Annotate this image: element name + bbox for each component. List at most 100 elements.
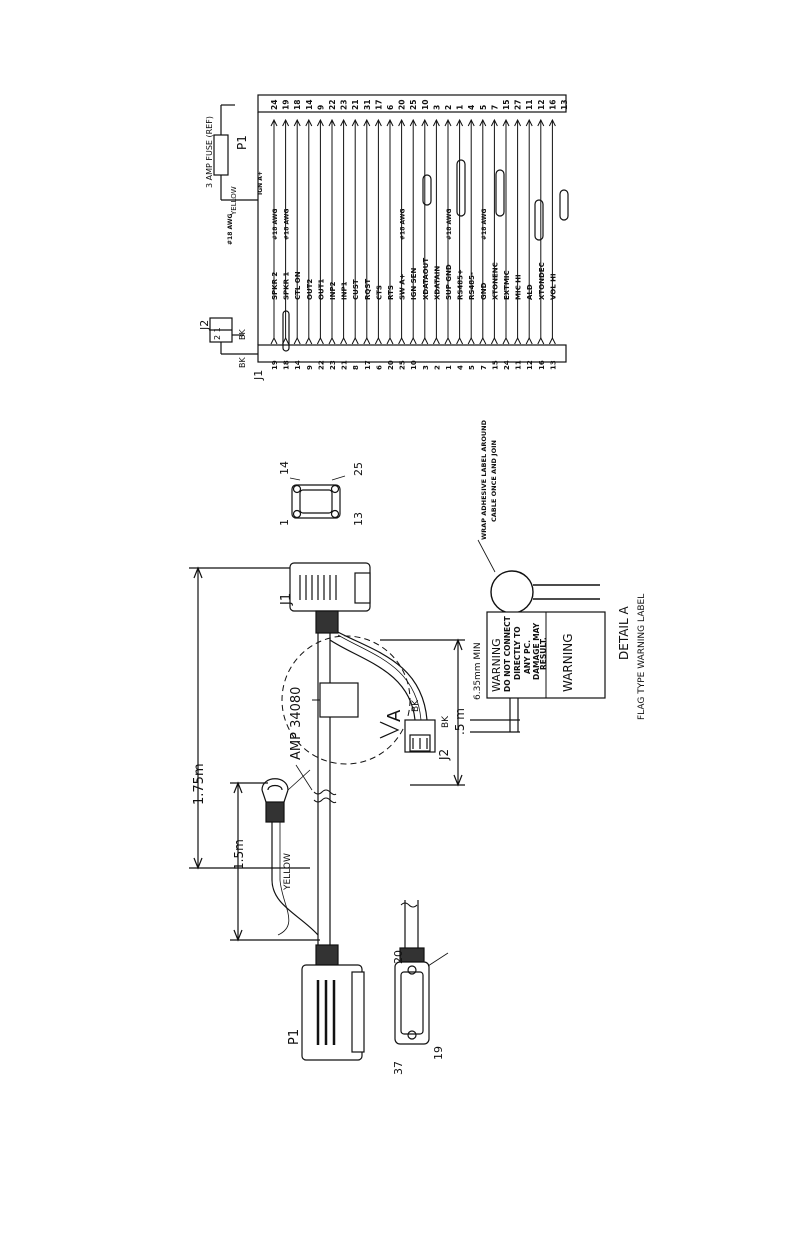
wire-arrow — [537, 118, 545, 127]
wire-arrow — [421, 336, 429, 345]
j1-pin-number: 12 — [526, 360, 534, 370]
j1-connector-body — [289, 562, 371, 634]
wire-arrow — [514, 118, 522, 127]
wire-gauge-label: #18 AWG — [284, 209, 291, 240]
signal-name: OUT2 — [306, 279, 314, 300]
signal-name: XDATAOUT — [422, 258, 430, 300]
p1-pin-header — [257, 94, 567, 113]
bond-loop — [456, 159, 466, 217]
signal-name: SPKR 2 — [271, 272, 279, 300]
signal-name: VOL HI — [549, 273, 557, 300]
signal-name: OUT1 — [317, 279, 325, 300]
j1-pin-number: 22 — [317, 360, 325, 370]
overall-length-label: 1.75m — [192, 763, 207, 805]
wire-arrow — [351, 336, 359, 345]
signal-name: XTONENC — [491, 262, 499, 300]
j1-pin-13: 13 — [352, 512, 365, 526]
wire-arrow — [328, 118, 336, 127]
wire-arrow — [328, 336, 336, 345]
j1-pin-number: 4 — [457, 365, 465, 370]
signal-name: RQST — [364, 279, 372, 300]
wire-arrow — [340, 336, 348, 345]
schem-j2-pins: 2 1 — [213, 327, 222, 340]
signal-name: ALD — [526, 284, 534, 300]
bond-loop — [559, 189, 569, 221]
p1-pin-number: 20 — [398, 100, 407, 110]
j1-pin-number: 6 — [375, 365, 383, 370]
p1-pin-number: 10 — [421, 100, 430, 110]
p1-pin-number: 24 — [270, 100, 279, 110]
wrap-note-line-2: CABLE ONCE AND JOIN — [490, 440, 498, 522]
p1-pin-number: 19 — [282, 100, 291, 110]
wire-arrow — [293, 336, 301, 345]
wire-arrow — [467, 118, 475, 127]
p1-pin-number: 21 — [351, 100, 360, 110]
wire-arrow — [432, 336, 440, 345]
wire-arrow — [351, 118, 359, 127]
ign-label: IGN A+ — [257, 171, 264, 195]
bond-loop — [534, 199, 544, 241]
j2-bk-right: BK — [441, 715, 451, 728]
label-min-dimension: 6.35mm MIN — [473, 642, 483, 700]
j1-label: J1 — [279, 593, 294, 606]
wire-arrow — [444, 118, 452, 127]
j1-pin-number: 20 — [387, 360, 395, 370]
fuse-symbol — [213, 134, 229, 176]
wrap-note-line-1: WRAP ADHESIVE LABEL AROUND — [480, 419, 488, 540]
j1-pin-number: 17 — [364, 360, 372, 370]
signal-name: SUP GND — [445, 264, 453, 300]
yellow-wire-label: YELLOW — [283, 853, 293, 891]
j1-pin-25: 25 — [352, 462, 365, 476]
p1-pin-37: 37 — [392, 1061, 405, 1075]
wire-arrow — [548, 336, 556, 345]
wire-arrow — [525, 336, 533, 345]
wire-arrow — [270, 336, 278, 345]
fuse-yellow-label: YELLOW — [230, 186, 238, 216]
schematic-wire-row: 13 — [560, 100, 569, 110]
p1-pin-number: 15 — [502, 100, 511, 110]
signal-name: RTS — [387, 285, 395, 300]
p1-pin-number: 12 — [537, 100, 546, 110]
wire-arrow — [282, 118, 290, 127]
wire-arrow — [270, 118, 278, 127]
signal-name: XDATAIN — [433, 266, 441, 300]
wire-gauge-label: #18 AWG — [481, 209, 488, 240]
wire-arrow — [525, 118, 533, 127]
wire-arrow — [374, 118, 382, 127]
j1-pin-14: 14 — [278, 461, 291, 475]
p1-pin-number: 3 — [432, 105, 441, 110]
wire-arrow — [363, 336, 371, 345]
yellow-ring-terminal — [261, 769, 319, 936]
j1-pin-header — [257, 344, 567, 363]
signal-name: GND — [480, 282, 488, 300]
fuse-awg-label: #18 AWG — [227, 214, 234, 245]
p1-pin-number: 2 — [444, 105, 453, 110]
j1-pin-number: 18 — [283, 360, 291, 370]
p1-pin-number: 11 — [525, 100, 534, 110]
signal-name: SPKR 1 — [283, 272, 291, 300]
schem-j1-label: J1 — [252, 370, 265, 381]
warning-line-4: DAMAGE MAY — [532, 622, 541, 680]
wire-arrow — [316, 336, 324, 345]
warning-title: WARNING — [490, 638, 503, 692]
wire-arrow — [548, 118, 556, 127]
wire-arrow — [537, 336, 545, 345]
j1-pin-number: 25 — [399, 360, 407, 370]
j1-pin-number: 24 — [503, 360, 511, 370]
detail-title: DETAIL A — [617, 606, 631, 660]
j1-pin-number: 15 — [491, 360, 499, 370]
wire-arrow — [316, 118, 324, 127]
signal-name: CUST — [352, 279, 360, 300]
